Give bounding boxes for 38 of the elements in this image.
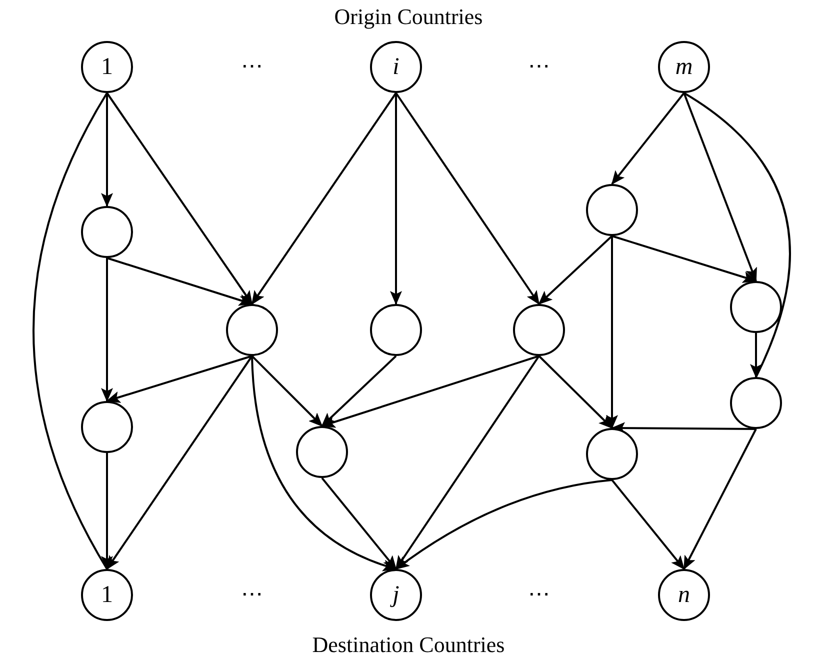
arrow	[750, 333, 762, 378]
diagram-title: Origin Countries	[333, 6, 484, 28]
arrow	[101, 258, 113, 402]
arrow	[321, 355, 397, 427]
ellipsis-label: ⋯	[240, 55, 264, 77]
arrow	[606, 236, 618, 429]
curved-arrow	[395, 479, 612, 570]
node-label: 1	[101, 583, 113, 607]
arrow	[106, 355, 252, 403]
node-label: j	[392, 583, 400, 607]
arrow	[251, 355, 323, 427]
ellipsis-label: ⋯	[527, 583, 551, 605]
arrow	[321, 355, 540, 428]
arrow	[611, 92, 685, 185]
node-label: 1	[101, 55, 113, 79]
arrow	[538, 355, 613, 429]
arrow	[611, 479, 685, 570]
node-label: i	[392, 55, 400, 79]
node-label: n	[678, 583, 690, 607]
diagram-caption: Destination Countries	[311, 634, 506, 656]
arrow	[612, 235, 757, 283]
arrow	[390, 93, 402, 305]
arrow	[683, 92, 757, 282]
arrow	[321, 477, 397, 570]
curved-arrow	[251, 356, 397, 571]
node-label: m	[675, 55, 693, 79]
ellipsis-label: ⋯	[527, 55, 551, 77]
arrow	[395, 92, 540, 305]
arrow	[395, 355, 540, 570]
arrow	[106, 92, 253, 305]
arrow	[538, 235, 613, 305]
arrow	[251, 92, 397, 305]
arrow	[683, 428, 757, 570]
arrow	[106, 257, 253, 306]
ellipsis-label: ⋯	[240, 583, 264, 605]
arrow	[101, 453, 113, 570]
arrow	[101, 93, 113, 207]
arrow	[106, 355, 253, 570]
